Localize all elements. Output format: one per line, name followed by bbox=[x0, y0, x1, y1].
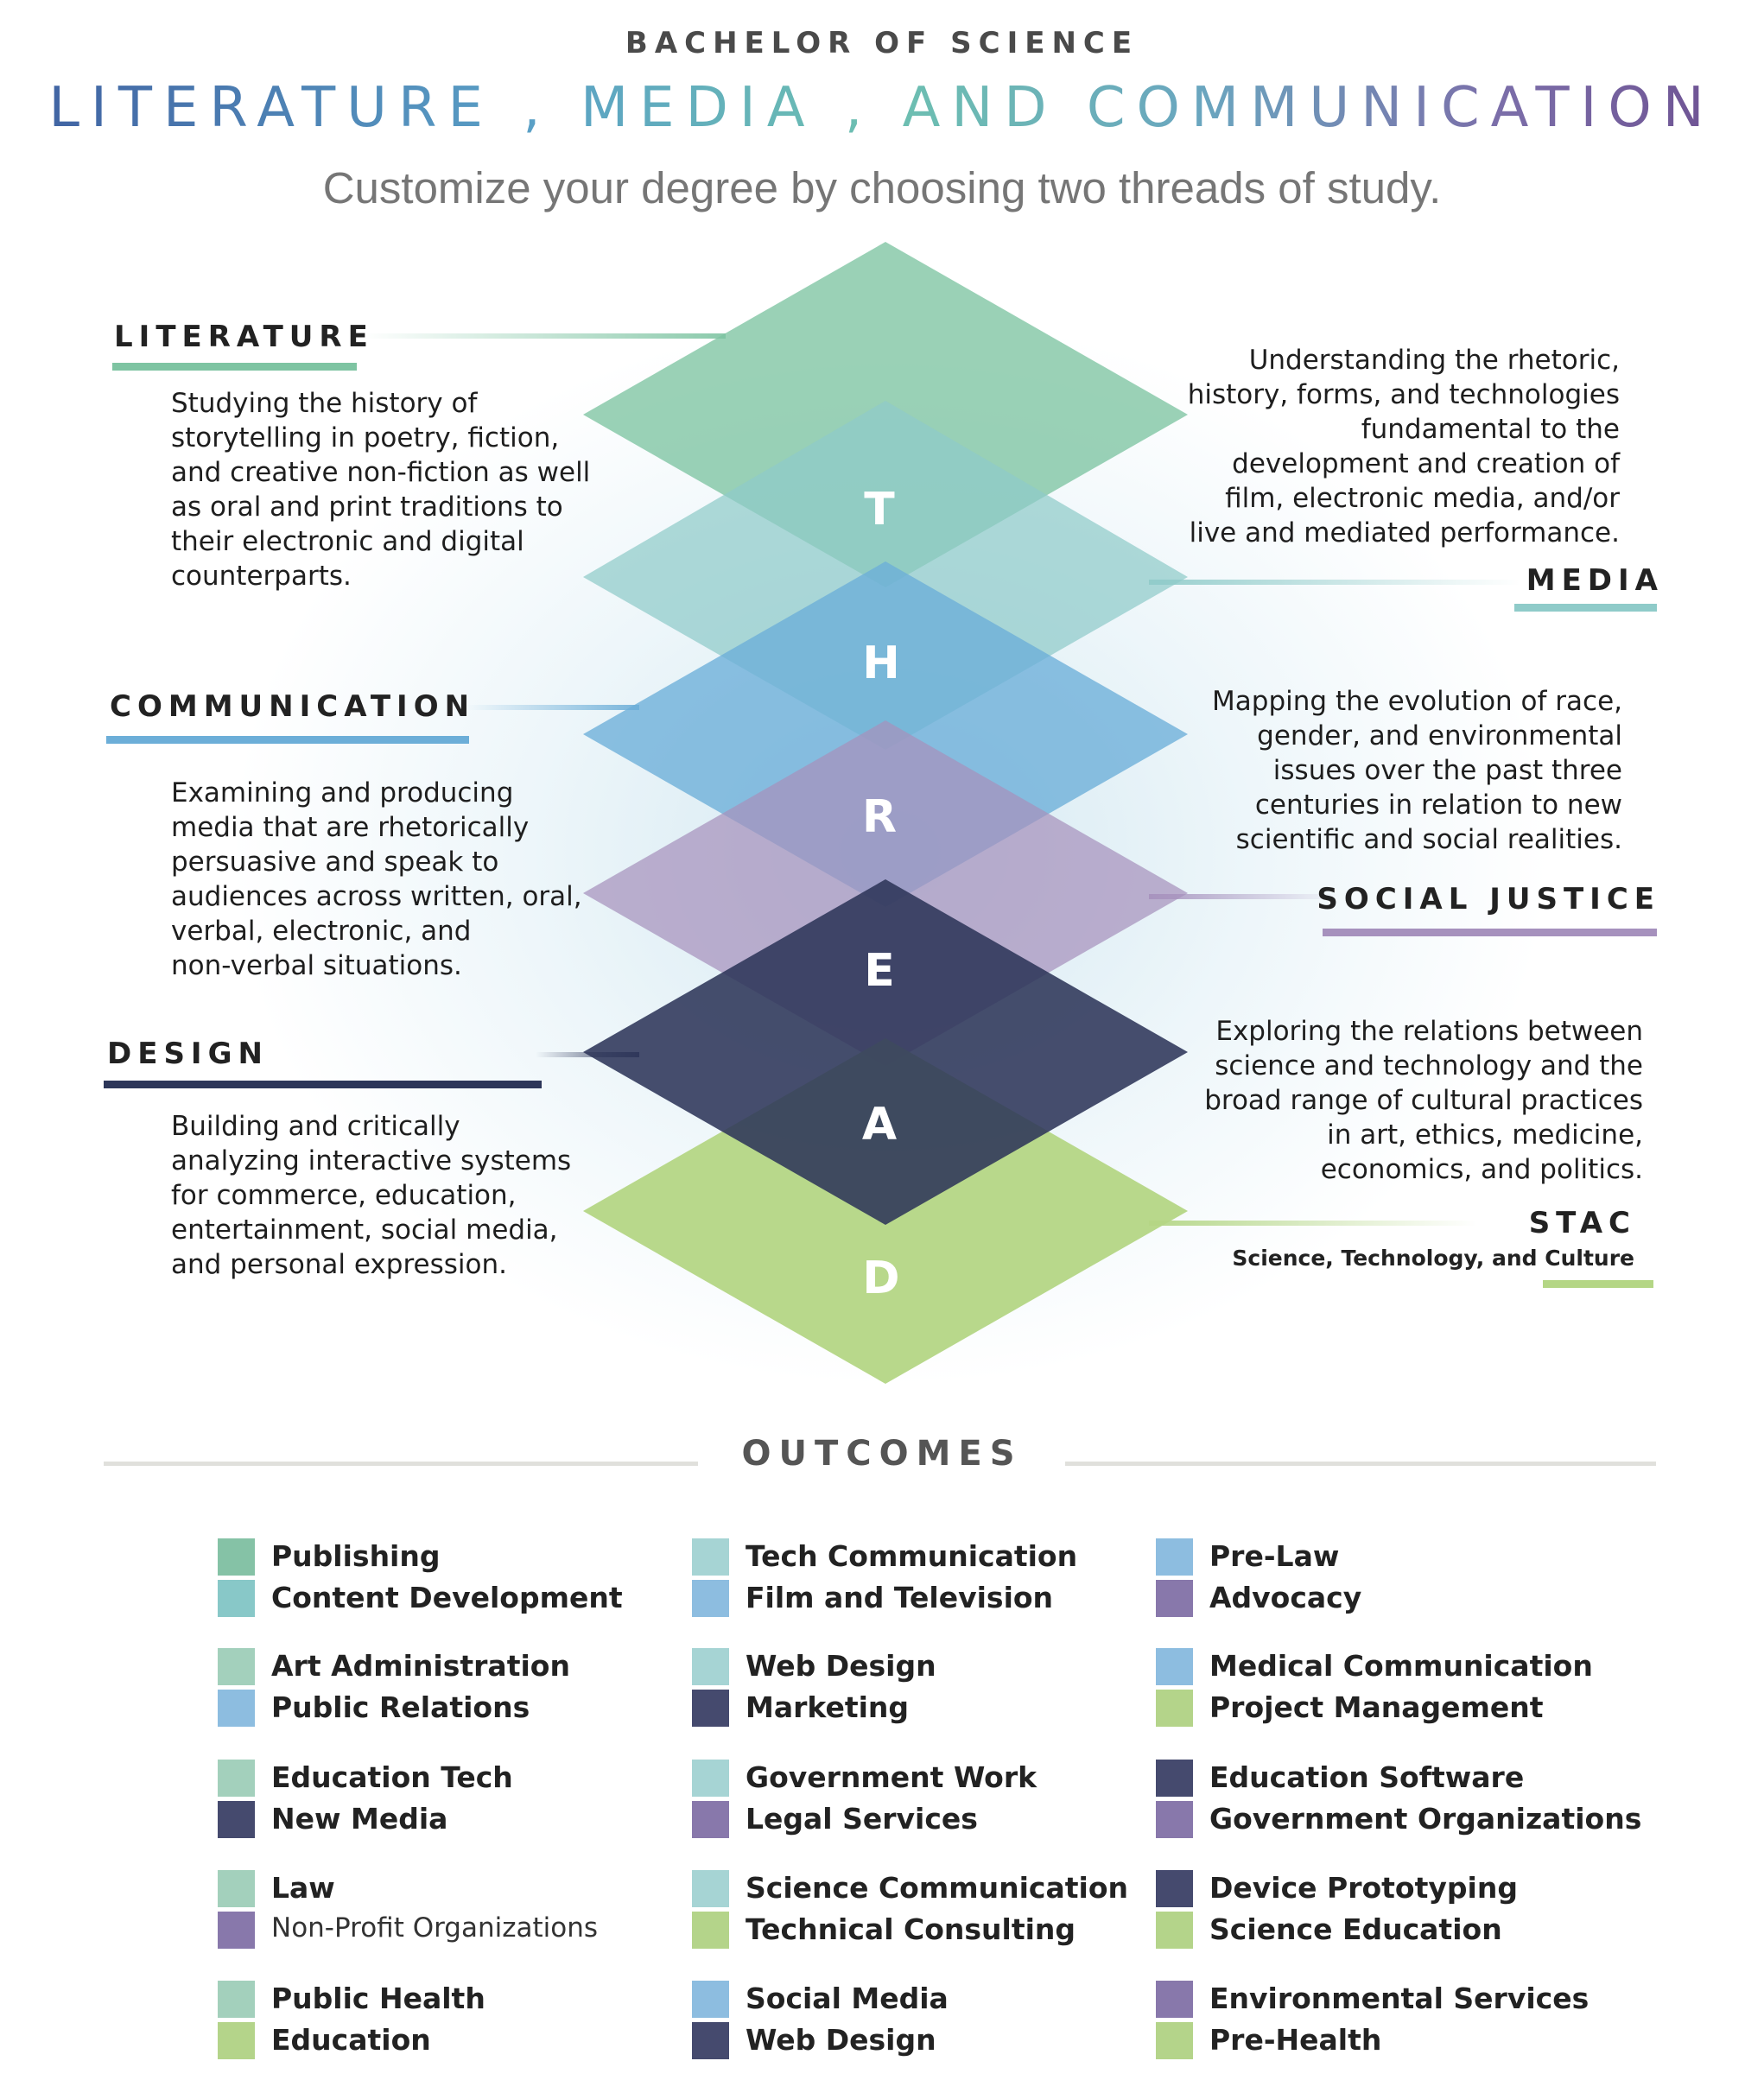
outcome-swatch bbox=[1156, 1538, 1193, 1576]
social-justice-description: Mapping the evolution of race, gender, a… bbox=[1212, 686, 1622, 855]
outcome-label: Film and Television bbox=[746, 1581, 1054, 1614]
social-justice-connector bbox=[1149, 894, 1339, 899]
stac-description: Exploring the relations between science … bbox=[1204, 1016, 1643, 1185]
media-description: Understanding the rhetoric, history, for… bbox=[1187, 345, 1620, 549]
outcomes-rule-right bbox=[1065, 1462, 1656, 1466]
communication-title: COMMUNICATION bbox=[110, 689, 476, 724]
outcome-label: Education bbox=[271, 2023, 431, 2057]
communication-bar bbox=[106, 736, 469, 744]
stac-connector bbox=[1149, 1221, 1477, 1226]
outcome-label: Art Administration bbox=[271, 1649, 570, 1683]
outcome-label: Education Tech bbox=[271, 1760, 513, 1794]
outcome-swatch bbox=[218, 1912, 255, 1949]
outcome-swatch bbox=[218, 1760, 255, 1797]
outcome-swatch bbox=[1156, 2022, 1193, 2059]
literature-description: Studying the history of storytelling in … bbox=[171, 388, 591, 592]
outcome-swatch bbox=[692, 1912, 729, 1949]
outcome-label: Tech Communication bbox=[746, 1539, 1078, 1573]
outcome-swatch bbox=[218, 1648, 255, 1685]
outcome-swatch bbox=[218, 1580, 255, 1617]
tagline: Customize your degree by choosing two th… bbox=[322, 163, 1442, 212]
outcome-swatch bbox=[218, 2022, 255, 2059]
literature-bar bbox=[112, 363, 357, 371]
degree-label: BACHELOR OF SCIENCE bbox=[625, 26, 1139, 60]
outcome-label: Device Prototyping bbox=[1209, 1871, 1518, 1905]
design-connector bbox=[536, 1052, 639, 1057]
thread-letter-t: T bbox=[864, 484, 895, 536]
outcome-label: Non-Profit Organizations bbox=[271, 1912, 599, 1944]
media-bar bbox=[1514, 604, 1657, 612]
outcome-swatch bbox=[218, 1801, 255, 1838]
design-diamond bbox=[583, 879, 1188, 1225]
outcome-label: Pre-Law bbox=[1209, 1539, 1340, 1573]
outcome-swatch bbox=[1156, 1760, 1193, 1797]
stac-bar bbox=[1543, 1280, 1653, 1288]
design-bar bbox=[104, 1081, 542, 1088]
outcomes-heading: OUTCOMES bbox=[741, 1434, 1023, 1474]
outcome-label: Web Design bbox=[746, 2023, 936, 2057]
outcome-swatch bbox=[692, 1801, 729, 1838]
outcome-label: Marketing bbox=[746, 1690, 910, 1724]
outcome-label: Public Relations bbox=[271, 1690, 530, 1724]
outcome-swatch bbox=[692, 1690, 729, 1727]
outcome-swatch bbox=[1156, 1801, 1193, 1838]
outcome-label: Technical Consulting bbox=[746, 1912, 1076, 1946]
outcomes-rule-left bbox=[104, 1462, 698, 1466]
outcome-label: Environmental Services bbox=[1209, 1982, 1590, 2015]
outcome-label: Pre-Health bbox=[1209, 2023, 1382, 2057]
thread-letter-a: A bbox=[862, 1099, 897, 1151]
outcome-swatch bbox=[1156, 1648, 1193, 1685]
outcome-swatch bbox=[1156, 1580, 1193, 1617]
outcome-swatch bbox=[692, 1538, 729, 1576]
thread-letter-r: R bbox=[862, 791, 897, 843]
page-title: LITERATURE , MEDIA , AND COMMUNICATION bbox=[0, 76, 1764, 140]
outcome-label: Social Media bbox=[746, 1982, 949, 2015]
social-justice-title: SOCIAL JUSTICE bbox=[1317, 882, 1660, 916]
outcome-label: Legal Services bbox=[746, 1802, 978, 1836]
outcome-swatch bbox=[692, 1580, 729, 1617]
design-description: Building and critically analyzing intera… bbox=[171, 1111, 572, 1280]
outcome-label: Science Communication bbox=[746, 1871, 1128, 1905]
outcome-swatch bbox=[218, 1538, 255, 1576]
outcome-label: Content Development bbox=[271, 1581, 623, 1614]
stac-subtitle: Science, Technology, and Culture bbox=[1232, 1246, 1634, 1271]
outcome-label: New Media bbox=[271, 1802, 448, 1836]
thread-letter-h: H bbox=[862, 637, 900, 689]
outcome-label: Web Design bbox=[746, 1649, 936, 1683]
outcome-swatch bbox=[1156, 1981, 1193, 2018]
outcome-swatch bbox=[692, 1870, 729, 1907]
outcome-label: Publishing bbox=[271, 1539, 441, 1573]
outcome-swatch bbox=[692, 1981, 729, 2018]
literature-title: LITERATURE bbox=[114, 320, 374, 354]
outcome-swatch bbox=[692, 1648, 729, 1685]
outcome-swatch bbox=[218, 1690, 255, 1727]
thread-diagram: T H R E A D bbox=[363, 242, 1520, 1384]
media-title: MEDIA bbox=[1526, 563, 1664, 598]
thread-letter-e: E bbox=[864, 945, 895, 997]
outcome-swatch bbox=[218, 1870, 255, 1907]
outcome-label: Advocacy bbox=[1209, 1581, 1362, 1614]
outcome-label: Law bbox=[271, 1871, 335, 1905]
outcome-label: Government Organizations bbox=[1209, 1802, 1642, 1836]
outcome-swatch bbox=[1156, 1870, 1193, 1907]
thread-letter-d: D bbox=[862, 1252, 899, 1304]
literature-connector bbox=[363, 333, 726, 339]
outcome-label: Government Work bbox=[746, 1760, 1037, 1794]
media-connector bbox=[1149, 580, 1520, 585]
stac-title: STAC bbox=[1528, 1206, 1636, 1240]
outcome-label: Science Education bbox=[1209, 1912, 1502, 1946]
outcome-swatch bbox=[218, 1981, 255, 2018]
outcome-label: Education Software bbox=[1209, 1760, 1525, 1794]
communication-description: Examining and producing media that are r… bbox=[171, 777, 582, 981]
outcome-swatch bbox=[692, 2022, 729, 2059]
outcome-swatch bbox=[692, 1760, 729, 1797]
design-title: DESIGN bbox=[107, 1037, 269, 1071]
outcome-swatch bbox=[1156, 1912, 1193, 1949]
outcome-label: Public Health bbox=[271, 1982, 485, 2015]
outcome-label: Medical Communication bbox=[1209, 1649, 1593, 1683]
outcome-label: Project Management bbox=[1209, 1690, 1544, 1724]
communication-connector bbox=[466, 705, 639, 710]
outcome-swatch bbox=[1156, 1690, 1193, 1727]
social-justice-bar bbox=[1323, 929, 1657, 936]
